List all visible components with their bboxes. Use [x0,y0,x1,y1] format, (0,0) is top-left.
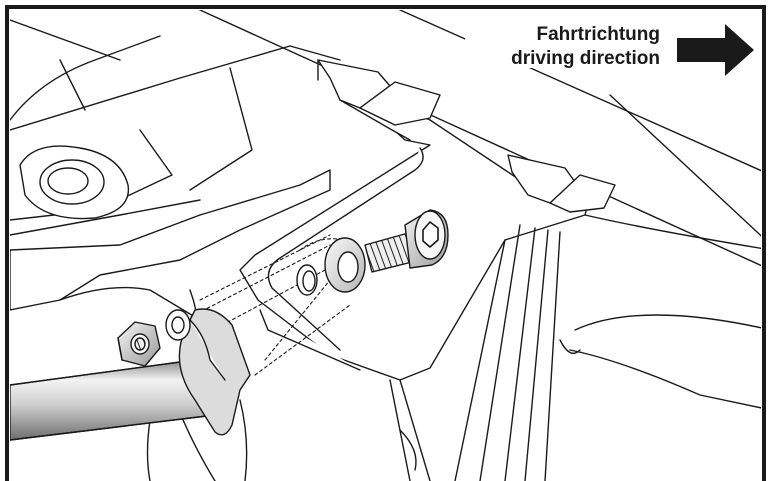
mount-bushing [19,145,130,220]
label-german: Fahrtrichtung [537,24,661,45]
bolt-hole [296,264,318,296]
vehicle-underbody [10,10,761,267]
cap-screw [364,209,449,273]
bracket-tab-right [507,154,616,213]
label-english: driving direction [511,48,660,69]
driving-direction-label: Fahrtrichtung driving direction [465,16,665,69]
bracket-tab-left [317,59,441,126]
arrow-right-icon [677,24,754,76]
rod-clamp [165,308,251,436]
frame-arm [10,169,331,321]
hex-nut [117,321,161,367]
support-ribs [389,214,761,481]
washer [324,237,366,293]
